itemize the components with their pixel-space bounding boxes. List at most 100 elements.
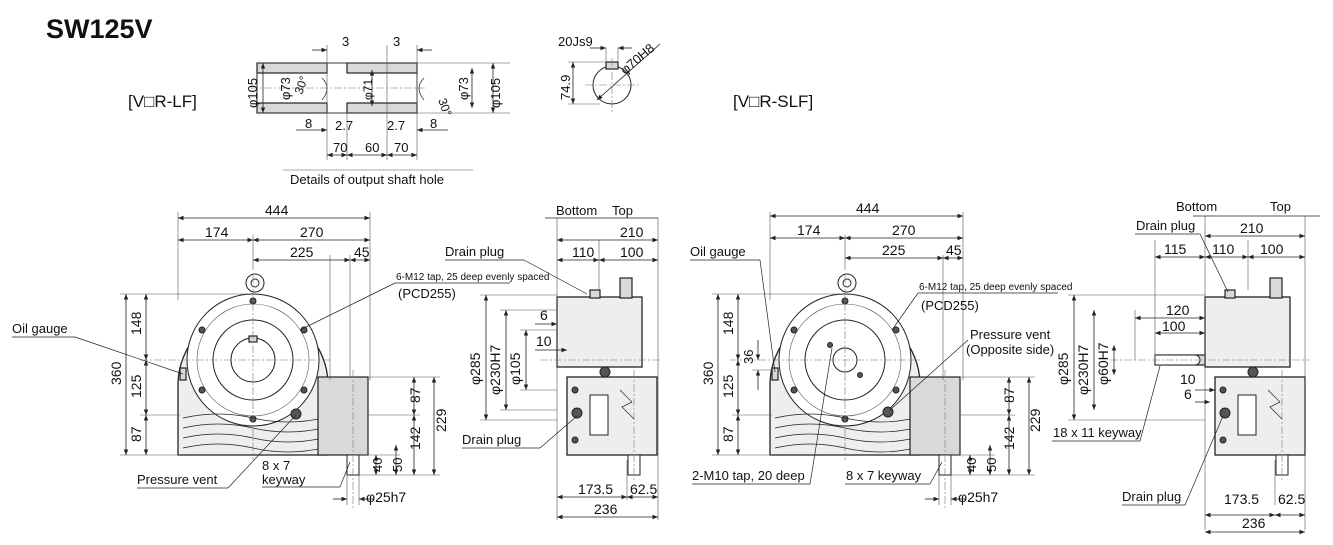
lf-side-110: 110 — [572, 244, 595, 260]
lf-dim-40: 40 — [370, 458, 385, 472]
lf-side-bottom: Bottom — [556, 203, 597, 218]
slf-tap-note: 6-M12 tap, 25 deep evenly spaced — [919, 282, 1072, 293]
slf-m10-tap-label: 2-M10 tap, 20 deep — [692, 468, 805, 483]
slf-side-d285: φ285 — [1055, 352, 1071, 385]
lf-dim-45: 45 — [354, 244, 370, 260]
slf-dim-444: 444 — [856, 200, 880, 216]
lf-tap-note: 6-M12 tap, 25 deep evenly spaced — [396, 272, 549, 283]
shaft-d8-left: 8 — [305, 116, 312, 131]
slf-dim-174: 174 — [797, 222, 821, 238]
slf-pressure-vent-label-1: Pressure vent — [970, 327, 1051, 342]
shaft-angle-right: 30° — [435, 96, 454, 118]
shaft-d27-right: 2.7 — [387, 118, 405, 133]
slf-side-10: 10 — [1180, 371, 1196, 387]
lf-side-top: Top — [612, 203, 633, 218]
lf-pcd-label: (PCD255) — [398, 286, 456, 301]
shaft-d8-right: 8 — [430, 116, 437, 131]
lf-side-625: 62.5 — [630, 481, 657, 497]
lf-variant-label: [V□R-LF] — [128, 92, 197, 111]
lf-side-10: 10 — [536, 333, 552, 349]
slf-dim-229: 229 — [1027, 408, 1043, 432]
lf-dim-148: 148 — [128, 311, 144, 335]
slf-side-210: 210 — [1240, 220, 1264, 236]
lf-side-1735: 173.5 — [578, 481, 613, 497]
slf-dim-225: 225 — [882, 242, 906, 258]
lf-side-view: Bottom Top 210 110 100 173.5 62.5 236 φ2… — [445, 203, 660, 520]
key-hole-detail: 20Js9 74.9 φ70H8 — [558, 34, 661, 112]
lf-dim-229: 229 — [433, 408, 449, 432]
slf-pcd-label: (PCD255) — [921, 298, 979, 313]
slf-side-drain-bottom: Drain plug — [1122, 489, 1181, 504]
slf-dim-270: 270 — [892, 222, 916, 238]
lf-front-view: 444 174 270 225 45 360 148 125 87 229 87… — [12, 202, 549, 510]
slf-dim-360: 360 — [700, 361, 716, 385]
slf-dim-50: 50 — [984, 458, 999, 472]
slf-dim-148: 148 — [720, 311, 736, 335]
lf-dim-174: 174 — [205, 224, 229, 240]
slf-dim-125: 125 — [720, 374, 736, 398]
shaft-angle-left: 30° — [292, 74, 311, 96]
lf-side-d105: φ105 — [507, 352, 523, 385]
lf-dim-87: 87 — [128, 426, 144, 442]
lf-side-6: 6 — [540, 307, 548, 323]
shaft-d105-right: φ105 — [488, 78, 503, 108]
shaft-d3-right: 3 — [393, 34, 400, 49]
key-width-label: 20Js9 — [558, 34, 593, 49]
slf-dim-87: 87 — [720, 426, 736, 442]
lf-side-100: 100 — [620, 244, 644, 260]
slf-side-top: Top — [1270, 199, 1291, 214]
slf-keyway-label: 8 x 7 keyway — [846, 468, 922, 483]
shaft-caption: Details of output shaft hole — [290, 172, 444, 187]
slf-side-100b: 100 — [1162, 318, 1186, 334]
shaft-hole-detail: 3 3 φ105 φ73 φ71 φ73 φ105 30° 30° 8 2.7 … — [245, 34, 510, 187]
lf-side-236: 236 — [594, 501, 618, 517]
lf-oil-gauge-label: Oil gauge — [12, 321, 68, 336]
slf-dim-142: 142 — [1001, 426, 1017, 450]
lf-pressure-vent-label: Pressure vent — [137, 472, 218, 487]
slf-dim-36: 36 — [741, 350, 756, 364]
slf-front-view: 444 174 270 225 45 360 148 125 87 36 229… — [690, 200, 1072, 510]
slf-side-236: 236 — [1242, 515, 1266, 531]
lf-dim-87-right: 87 — [407, 387, 423, 403]
lf-side-drain-top: Drain plug — [445, 244, 504, 259]
key-depth-label: 74.9 — [558, 75, 573, 100]
lf-keyway-line1: 8 x 7 — [262, 458, 290, 473]
lf-dim-142: 142 — [407, 426, 423, 450]
slf-side-120: 120 — [1166, 302, 1190, 318]
shaft-d27-left: 2.7 — [335, 118, 353, 133]
shaft-d3-left: 3 — [342, 34, 349, 49]
slf-side-100: 100 — [1260, 241, 1284, 257]
lf-dim-125: 125 — [128, 374, 144, 398]
shaft-d105-left: φ105 — [245, 78, 260, 108]
slf-side-keyway-label: 18 x 11 keyway — [1053, 425, 1142, 440]
slf-side-110: 110 — [1212, 241, 1235, 257]
lf-dim-444: 444 — [265, 202, 289, 218]
slf-side-d230h7: φ230H7 — [1075, 344, 1091, 395]
slf-side-115: 115 — [1164, 241, 1187, 257]
slf-side-bottom: Bottom — [1176, 199, 1217, 214]
slf-dim-87-right: 87 — [1001, 387, 1017, 403]
shaft-d70-right: 70 — [394, 140, 408, 155]
shaft-d73-left: φ73 — [278, 77, 293, 100]
lf-dim-270: 270 — [300, 224, 324, 240]
slf-pressure-vent-label-2: (Opposite side) — [966, 342, 1054, 357]
slf-oil-gauge-label: Oil gauge — [690, 244, 746, 259]
lf-side-drain-bottom: Drain plug — [462, 432, 521, 447]
slf-variant-label: [V□R-SLF] — [733, 92, 813, 111]
shaft-d71: φ71 — [361, 79, 375, 100]
slf-side-view: Bottom Top 210 115 110 100 120 100 10 6 … — [1052, 199, 1320, 535]
lf-keyway-line2: keyway — [262, 472, 306, 487]
lf-dim-360: 360 — [108, 361, 124, 385]
lf-side-210: 210 — [620, 224, 644, 240]
lf-side-d230h7: φ230H7 — [487, 344, 503, 395]
shaft-d73-right: φ73 — [456, 77, 471, 100]
slf-dim-45: 45 — [946, 242, 962, 258]
bore-dia-label: φ70H8 — [617, 40, 657, 77]
slf-side-d60h7: φ60H7 — [1095, 342, 1111, 385]
slf-side-drain-top: Drain plug — [1136, 218, 1195, 233]
lf-dim-50: 50 — [390, 458, 405, 472]
slf-side-625: 62.5 — [1278, 491, 1305, 507]
slf-side-6: 6 — [1184, 386, 1192, 402]
slf-shaft-dia: φ25h7 — [958, 489, 998, 505]
